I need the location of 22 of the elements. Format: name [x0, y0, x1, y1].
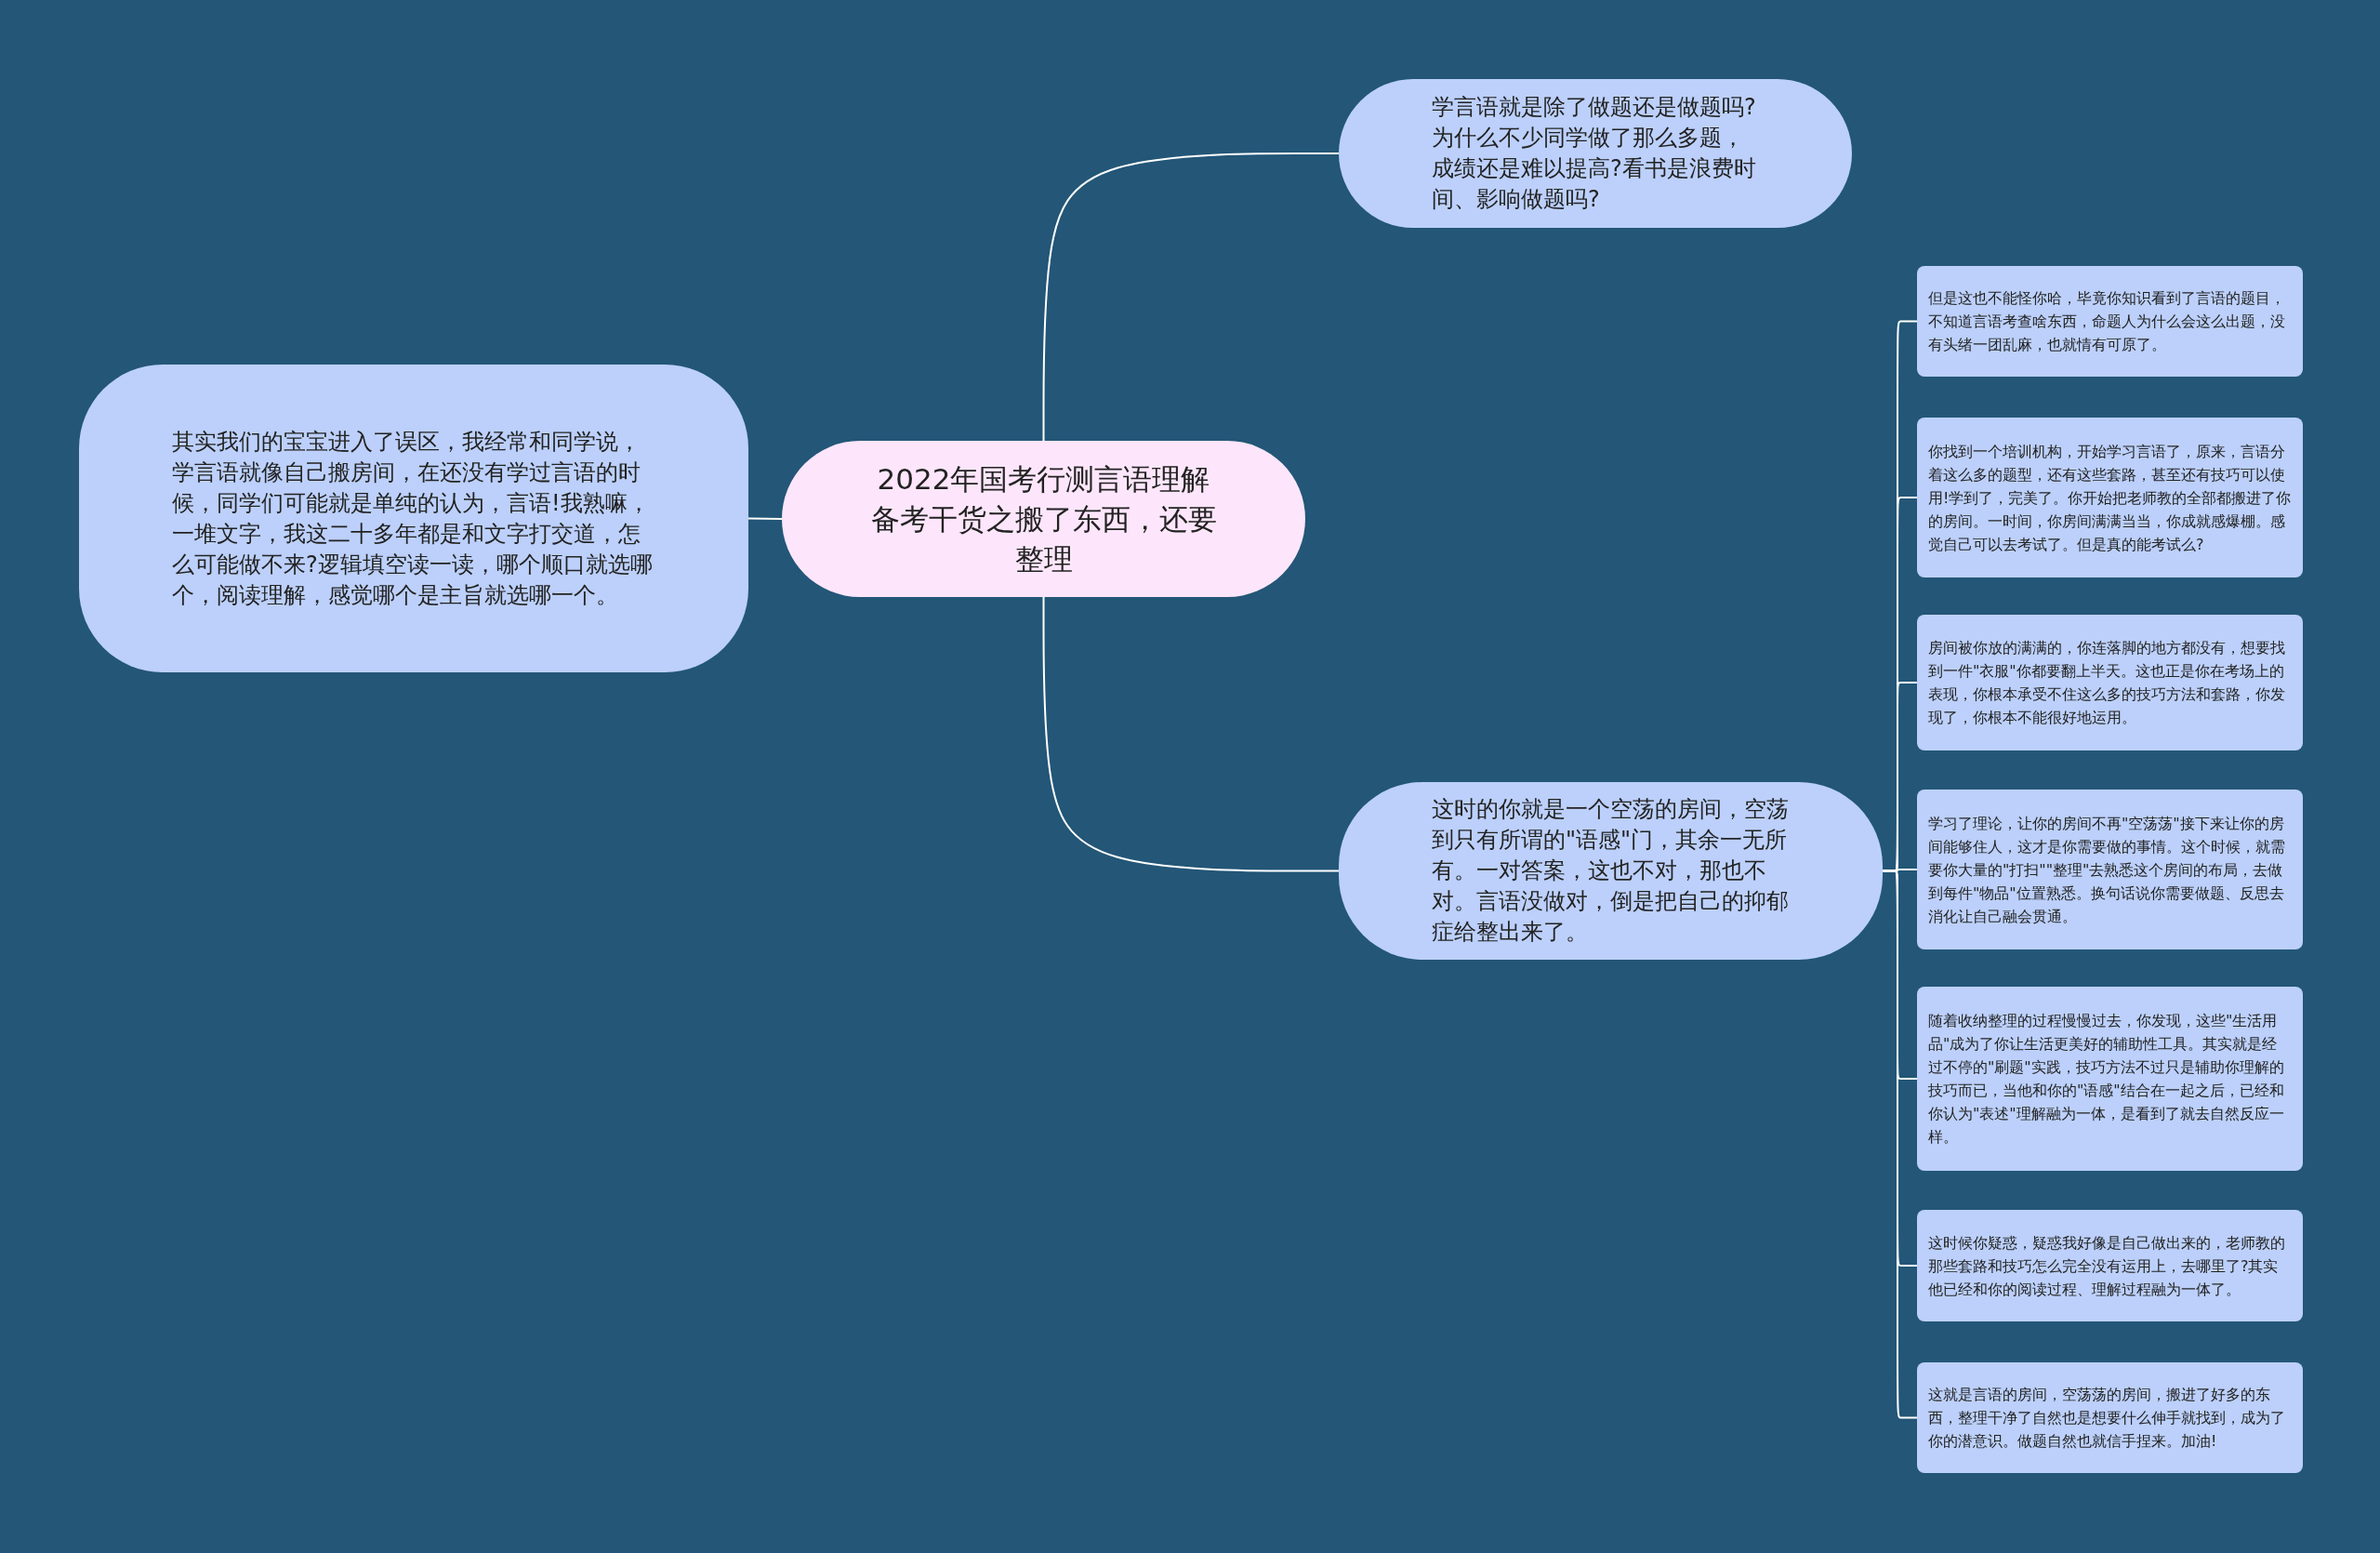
node-text: 这时的你就是一个空荡的房间，空荡到只有所谓的"语感"门，其余一无所有。一对答案，这也不对，那也不对。言语没做对，倒是把自己的抑郁症给整出来了。 — [1432, 795, 1790, 947]
node-text: 这时候你疑惑，疑惑我好像是自己做出来的，老师教的那些套路和技巧怎么完全没有运用上，去哪里了?其实他已经和你的阅读过程、理解过程融为一体了。 — [1928, 1232, 2286, 1300]
node-text: 其实我们的宝宝进入了误区，我经常和同学说，学言语就像自己搬房间，在还没有学过言语的时候，同学们可能就是单纯的认为，言语!我熟嘛，一堆文字，我这二十多年都是和文字打交道，怎么可能做不来?逻辑填空读一读，哪个顺口就选哪个，阅读理解，感觉哪个是主旨就选哪一个。 — [172, 427, 654, 610]
connector-line — [747, 517, 783, 520]
node-text: 2022年国考行测言语理解备考干货之搬了东西，还要整理 — [869, 460, 1218, 577]
node-text: 这就是言语的房间，空荡荡的房间，搬进了好多的东西，整理干净了自然也是想要什么伸手就找到，成为了你的潜意识。做题自然也就信手捏来。加油! — [1928, 1385, 2286, 1452]
topic-node — [79, 365, 748, 672]
subtopic-node — [1917, 615, 2303, 750]
subtopic-node — [1917, 987, 2303, 1171]
node-text: 随着收纳整理的过程慢慢过去，你发现，这些"生活用品"成为了你让生活更美好的辅助性工具。其实就是经过不停的"刷题"实践，技巧方法不过只是辅助你理解的技巧而已，当他和你的"语感"结合在一起之后，已经和你认为"表述"理解融为一体，是看到了就去自然反应一样。 — [1928, 1011, 2285, 1148]
connector-line — [1042, 153, 1340, 442]
connector-line — [1042, 596, 1340, 872]
node-text: 学习了理论，让你的房间不再"空荡荡"接下来让你的房间能够住人，这才是你需要做的事情。这个时候，就需要你大量的"打扫""整理"去熟悉这个房间的布局，去做到每件"物品"位置熟悉。换句话说你需要做题、反思去消化让自己融会贯通。 — [1928, 813, 2286, 927]
subtopic-node — [1917, 790, 2303, 949]
node-text: 房间被你放的满满的，你连落脚的地方都没有，想要找到一件"衣服"你都要翻上半天。这也正是你在考场上的表现，你根本承受不住这么多的技巧方法和套路，你发现了，你根本不能很好地运用。 — [1928, 638, 2286, 728]
subtopic-node — [1917, 1362, 2303, 1473]
node-text: 但是这也不能怪你哈，毕竟你知识看到了言语的题目，不知道言语考查啥东西，命题人为什么会这么出题，没有头绪一团乱麻，也就情有可原了。 — [1928, 288, 2286, 355]
subtopic-node — [1917, 266, 2303, 377]
subtopic-node — [1917, 1210, 2303, 1321]
node-text: 学言语就是除了做题还是做题吗?为什么不少同学做了那么多题，成绩还是难以提高?看书是浪费时间、影响做题吗? — [1432, 93, 1757, 214]
node-text: 你找到一个培训机构，开始学习言语了，原来，言语分着这么多的题型，还有这些套路，甚至还有技巧可以使用!学到了，完美了。你开始把老师教的全部都搬进了你的房间。一时间，你房间满满当当，你成就感爆棚。感觉自己可以去考试了。但是真的能考试么? — [1928, 441, 2292, 555]
subtopic-node — [1917, 418, 2303, 577]
